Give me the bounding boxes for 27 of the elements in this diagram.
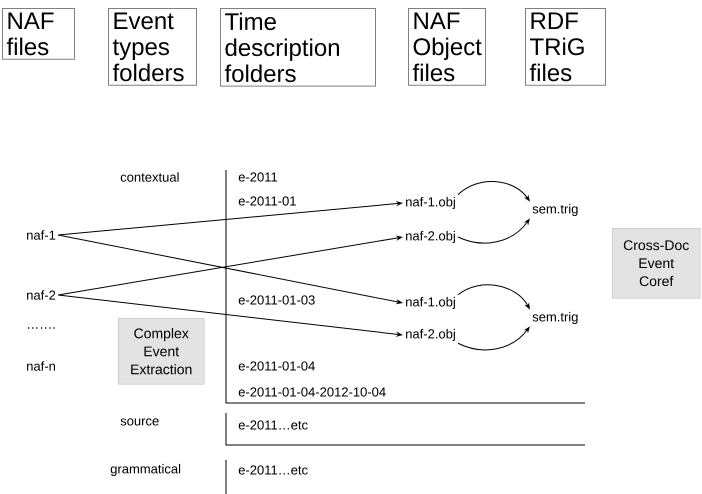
folder-box: Event types folders bbox=[108, 8, 197, 86]
folder-box: Time description folders bbox=[220, 8, 376, 87]
file-label: naf-2 bbox=[27, 290, 56, 300]
folder-label: e-2011 bbox=[238, 172, 278, 182]
folder-label: e-2011…etc bbox=[238, 420, 308, 430]
file-label: naf-1.obj bbox=[406, 296, 455, 310]
process-box: Complex Event Extraction bbox=[118, 318, 204, 384]
file-label: sem.trig bbox=[532, 204, 578, 216]
folder-label: e-2011-01 bbox=[238, 196, 296, 206]
file-label: naf-2.obj bbox=[406, 328, 455, 342]
folder-label: e-2011-01-03 bbox=[238, 295, 315, 305]
folder-box: RDF TRiG files bbox=[525, 8, 606, 86]
file-label: naf-2.obj bbox=[406, 230, 455, 244]
folder-box: NAF Object files bbox=[408, 8, 486, 86]
ellipsis: ……. bbox=[28, 327, 55, 329]
folder-box: NAF files bbox=[2, 8, 75, 60]
file-label: naf-1.obj bbox=[406, 196, 455, 210]
process-box: Cross-Doc Event Coref bbox=[612, 228, 700, 298]
folder-label: e-2011…etc bbox=[238, 465, 308, 475]
category-label: source bbox=[120, 418, 159, 426]
folder-label: e-2011-01-04 bbox=[238, 361, 315, 371]
category-label: contextual bbox=[120, 172, 179, 182]
category-label: grammatical bbox=[110, 464, 180, 476]
folder-label: e-2011-01-04-2012-10-04 bbox=[238, 387, 386, 397]
file-label: naf-n bbox=[27, 361, 55, 371]
file-label: naf-1 bbox=[27, 230, 56, 240]
file-label: sem.trig bbox=[532, 312, 578, 324]
